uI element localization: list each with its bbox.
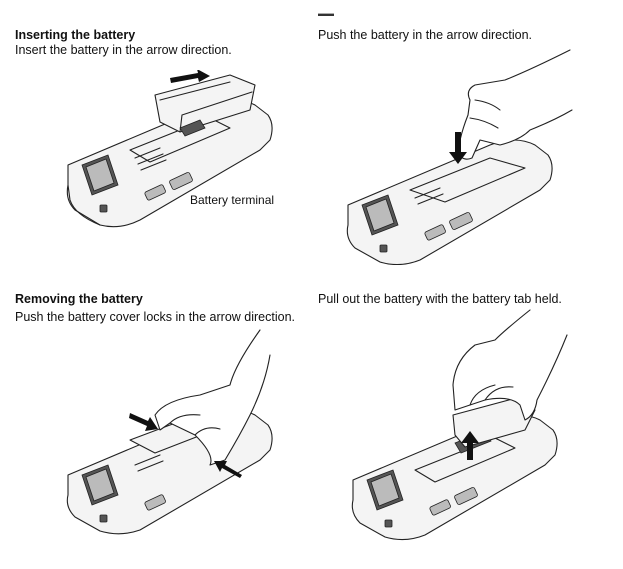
- inserting-step2: Push the battery in the arrow direction.: [318, 28, 533, 42]
- removing-title: Removing the battery: [15, 292, 143, 306]
- removing-step2: Pull out the battery with the battery ta…: [318, 292, 562, 306]
- inserting-title: Inserting the battery: [15, 28, 136, 42]
- battery-terminal-label: Battery terminal: [190, 193, 275, 207]
- figure-push-battery: [340, 40, 580, 265]
- figure-pull-battery: [345, 305, 580, 545]
- inserting-step1: Insert the battery in the arrow directio…: [15, 43, 232, 57]
- header-fragment: ▬▬: [318, 9, 334, 18]
- removing-step1: Push the battery cover locks in the arro…: [15, 310, 295, 324]
- figure-insert-battery: [60, 70, 300, 240]
- figure-push-locks: [60, 325, 290, 540]
